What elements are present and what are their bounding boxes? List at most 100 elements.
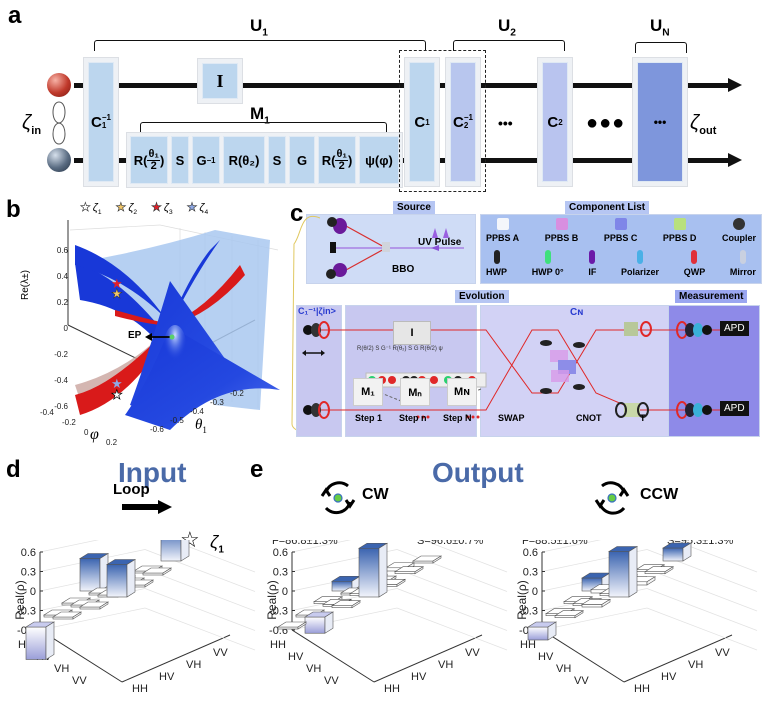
col-tick-label: HV: [411, 671, 427, 683]
init-state-label: C₁⁻¹|ζin>: [298, 306, 336, 316]
matrix-bar: [330, 600, 362, 609]
bar-side-face: [297, 621, 307, 630]
z-axis-label: Real(ρ): [13, 580, 27, 620]
component-item: Polarizer: [621, 250, 659, 277]
component-icon: [496, 218, 509, 230]
phi-tick: -0.4: [40, 408, 54, 417]
row-tick-label: HV: [288, 651, 304, 663]
ccw-rotation-icon: [594, 481, 630, 515]
z-tick-label: 0.3: [21, 567, 36, 579]
stage-label-swap: SWAP: [498, 413, 525, 423]
bar-side-face: [396, 578, 406, 587]
bar-side-face: [646, 576, 656, 586]
evolution-tag: Evolution: [455, 290, 509, 303]
bar-side-face: [144, 579, 154, 588]
grid-line: [646, 568, 758, 612]
z-tick-label: 0.3: [273, 567, 288, 579]
matrix-bar: [78, 601, 110, 610]
component-icon: [732, 218, 745, 230]
bar-front-face: [160, 540, 182, 562]
z-tick-label: 0.6: [523, 547, 538, 559]
apd-detector-top: APD: [720, 321, 749, 336]
matrix-bar: [411, 555, 443, 564]
bar-side-face: [126, 558, 136, 598]
matrix-bar: [357, 542, 389, 598]
evolution-optics: [302, 321, 736, 419]
m1-gate: ψ(φ): [359, 136, 399, 184]
theta-tick: -0.3: [210, 398, 224, 407]
input-state-label: ζin: [22, 112, 42, 137]
m1-gate: S: [171, 136, 189, 184]
input-title: Input: [118, 457, 187, 488]
ep-arrow-head: [145, 333, 152, 341]
top-wire: [74, 83, 734, 88]
row-axis: [541, 629, 625, 683]
matrix-bar: [276, 621, 308, 630]
phi-tick: 0.2: [106, 438, 118, 447]
component-icon: [691, 250, 698, 264]
gate-text: ): [347, 152, 353, 168]
stage-label-cnot: CNOT: [576, 413, 602, 423]
theta-tick: -0.4: [190, 407, 204, 416]
component-item: Mirror: [730, 250, 756, 277]
matrix-bar: [393, 566, 425, 575]
gate-text: G: [196, 152, 207, 168]
matrix-bar: [160, 540, 190, 562]
arrow-head-top: [728, 78, 742, 92]
phi-tick: 0: [84, 428, 89, 437]
component-label: PPBS B: [544, 233, 579, 243]
fidelity-annotation: F=88.5±1.6%: [522, 540, 588, 547]
component-icon: [614, 218, 627, 230]
grid-line: [646, 607, 758, 651]
bar-side-face: [628, 545, 638, 598]
component-item: PPBS D: [663, 218, 696, 243]
bar-front-face: [79, 558, 101, 592]
bar-front-face: [358, 547, 380, 598]
col-tick-label: HV: [159, 671, 175, 683]
legend-sub: 3: [168, 209, 173, 217]
brace-u2: [453, 40, 565, 51]
row-tick-label: VH: [306, 663, 321, 675]
legend-label: ζ: [163, 202, 169, 214]
step-label-n-final: Step N: [443, 413, 472, 423]
legend-item: ★ζ2: [115, 200, 137, 216]
upper-blue-sheet: [75, 240, 220, 325]
grid-line: [396, 549, 508, 592]
z-tick: -0.2: [54, 350, 68, 359]
brace-m1: [140, 122, 387, 133]
col-axis: [121, 634, 231, 683]
z-tick: 0.6: [56, 246, 68, 255]
gate-un: •••: [637, 62, 683, 182]
group-label-un: UN: [650, 16, 670, 39]
cn-label: Cɴ: [570, 307, 584, 318]
group-label-u1: U1: [250, 16, 268, 39]
z-tick-label: 0: [532, 586, 538, 598]
identity-block: I: [393, 321, 431, 345]
legend-sub: 1: [97, 209, 102, 217]
col-tick-label: VH: [438, 659, 453, 671]
row-tick-label: VV: [72, 675, 87, 687]
arrow-head-bottom: [728, 153, 742, 167]
fraction-numerator: θ₁: [335, 147, 348, 161]
matrix-bar: [303, 611, 335, 634]
component-label: Coupler: [721, 233, 756, 243]
ccw-label: CCW: [640, 486, 679, 503]
component-icon: [589, 250, 596, 264]
panel-label-e: e: [250, 456, 264, 483]
bar-side-face: [351, 600, 361, 609]
star-zeta4: ★: [111, 376, 123, 391]
row-tick-label: HH: [270, 639, 286, 651]
phi-tick: -0.2: [62, 418, 76, 427]
bar-side-face: [162, 567, 172, 576]
grid-line: [541, 540, 601, 553]
bar-side-face: [432, 555, 442, 564]
bottom-wire: [74, 158, 734, 163]
component-icon: [637, 250, 644, 264]
grid-line: [646, 588, 758, 631]
matrix-bar: [330, 575, 362, 592]
ep-point: [169, 334, 175, 340]
legend-label: ζ: [199, 202, 205, 214]
